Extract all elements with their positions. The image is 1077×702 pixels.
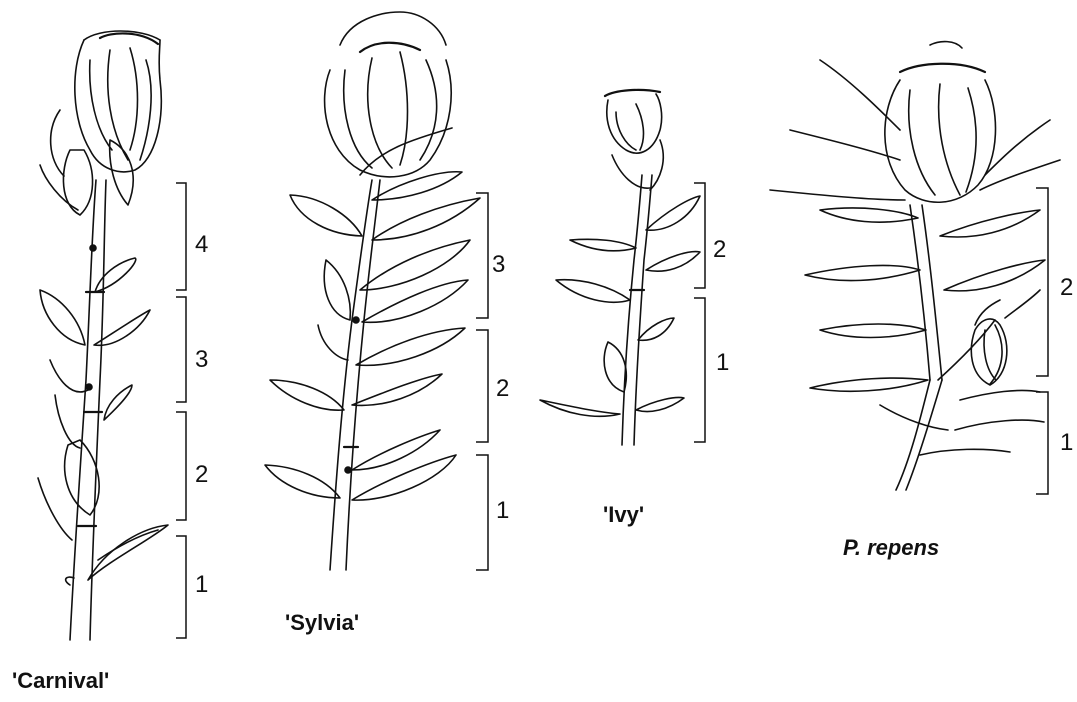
ivy-segment-label: 2 — [713, 236, 726, 263]
sylvia-segment-label: 1 — [496, 497, 509, 524]
repens-plant-drawing — [770, 42, 1060, 490]
carnival-segment-label: 3 — [195, 346, 208, 373]
sylvia-segment-label: 2 — [496, 375, 509, 402]
carnival-caption: 'Carnival' — [12, 668, 109, 694]
carnival-segment-label: 1 — [195, 571, 208, 598]
ivy-brackets — [694, 183, 705, 442]
repens-caption: P. repens — [843, 535, 939, 561]
sylvia-segment-label: 3 — [492, 251, 505, 278]
sylvia-brackets — [476, 193, 488, 570]
ivy-plant-drawing — [540, 90, 700, 445]
repens-segment-label: 1 — [1060, 429, 1073, 456]
ivy-caption: 'Ivy' — [603, 502, 644, 528]
carnival-brackets — [176, 183, 186, 638]
repens-segment-label: 2 — [1060, 274, 1073, 301]
sylvia-plant-drawing — [265, 12, 480, 570]
carnival-plant-drawing — [38, 31, 168, 640]
carnival-segment-label: 4 — [195, 231, 208, 258]
sylvia-caption: 'Sylvia' — [285, 610, 359, 636]
repens-brackets — [1036, 188, 1048, 494]
carnival-segment-label: 2 — [195, 461, 208, 488]
ivy-segment-label: 1 — [716, 349, 729, 376]
